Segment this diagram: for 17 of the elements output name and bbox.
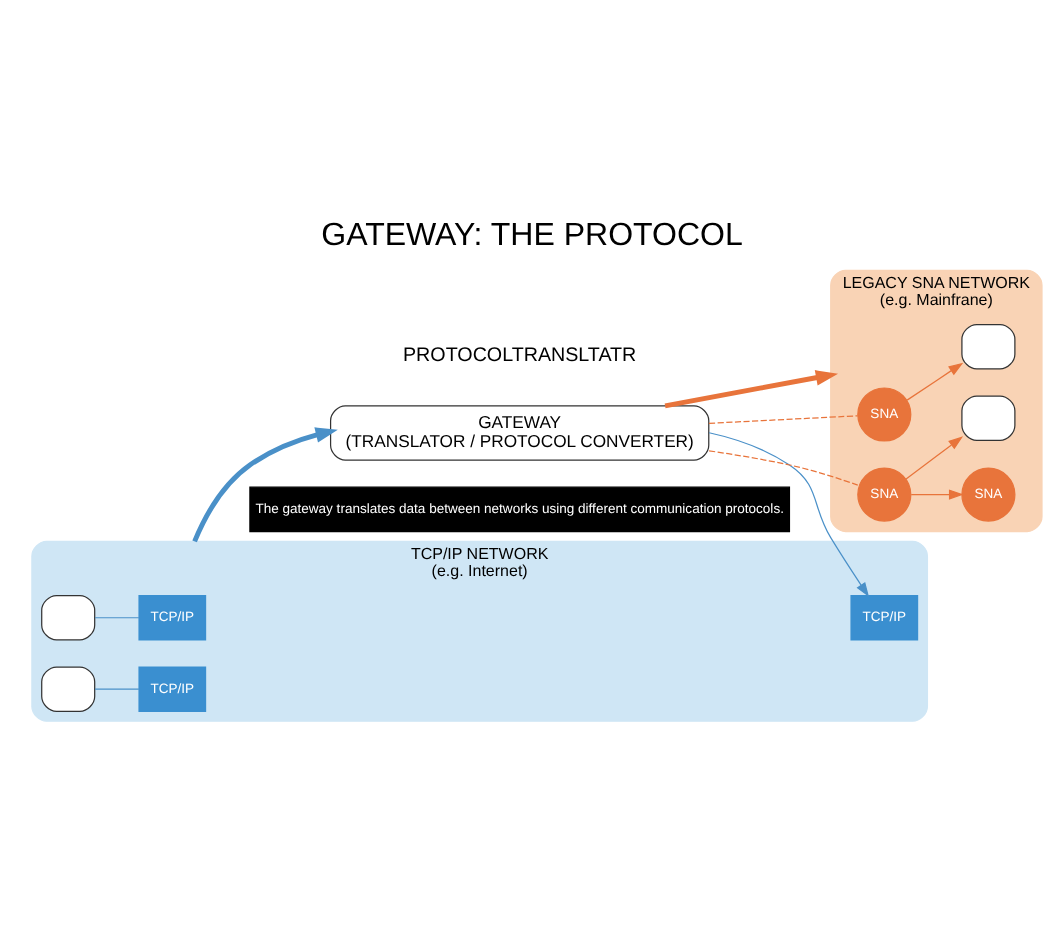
connector	[708, 450, 860, 487]
node-box	[961, 395, 1016, 441]
connector	[94, 617, 140, 619]
node-box	[41, 666, 96, 712]
diagram-title: GATEWAY: THE PROTOCOL	[321, 219, 743, 254]
node-box: GATEWAY (TRANSLATOR / PROTOCOL CONVERTER)	[329, 405, 710, 461]
connector	[94, 688, 140, 690]
connector	[708, 415, 859, 424]
arrow	[192, 427, 338, 543]
node-box	[961, 323, 1016, 370]
arrow	[664, 370, 839, 409]
arrow	[910, 489, 964, 500]
arrow	[905, 436, 964, 480]
arrow	[906, 362, 964, 401]
node-box	[41, 594, 96, 641]
arrow	[708, 432, 870, 598]
label: PROTOCOLTRANSLTATR	[402, 345, 637, 368]
